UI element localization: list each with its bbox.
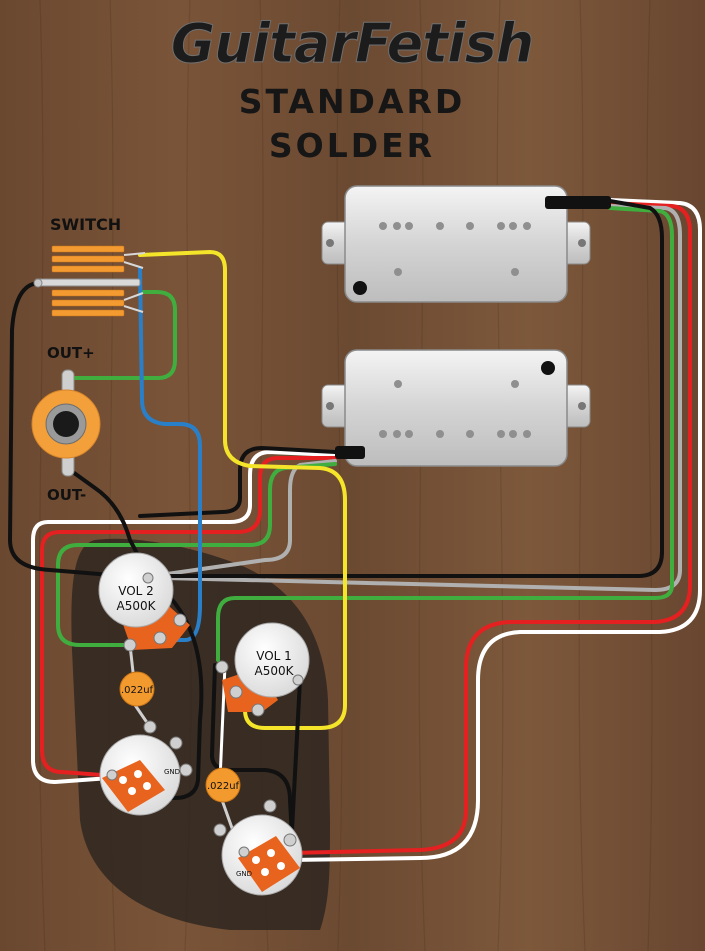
- vol2-lug-3: [173, 613, 187, 627]
- vol2-ground-lug: [142, 572, 154, 584]
- wire-red-neck: [288, 201, 692, 855]
- wire-white-neck: [288, 198, 702, 862]
- tone2-lug-base: [238, 836, 300, 892]
- cap1-body: [119, 671, 155, 707]
- neck-pickup: [321, 185, 591, 303]
- tone1-lug-1: [143, 720, 157, 734]
- wire-black-jack-ground: [68, 468, 152, 580]
- title-line-2: SOLDER: [269, 126, 435, 165]
- screw-icon: [326, 402, 334, 410]
- tone2-lug-3: [283, 833, 297, 847]
- tone1-lug-holes: [119, 770, 151, 795]
- capacitor-2: .022uf: [205, 767, 241, 803]
- vol1-pot[interactable]: VOL 1 A500K: [215, 622, 310, 717]
- pole-pieces: [379, 222, 531, 276]
- wire-black-ground-bus-2: [210, 663, 294, 840]
- wire-black-switch-ground: [8, 281, 150, 580]
- capacitor-1: .022uf: [119, 671, 155, 707]
- vol1-value: A500K: [255, 664, 295, 678]
- tone2-ground-lug: [238, 846, 250, 858]
- title-line-1: STANDARD: [239, 82, 466, 121]
- vol2-lug-1: [123, 638, 137, 652]
- wire-green-bridge: [56, 462, 337, 647]
- vol1-lug-3: [251, 703, 265, 717]
- switch-ground-lug: [33, 278, 43, 288]
- output-jack[interactable]: [31, 369, 101, 477]
- screw-icon: [578, 239, 586, 247]
- wire-black-vol1-tone: [290, 678, 302, 832]
- cap2-body: [205, 767, 241, 803]
- tone-pot-2[interactable]: GND: [213, 799, 303, 896]
- wire-black-ground-bus-1: [146, 576, 204, 800]
- vol1-wiper-lug: [292, 674, 304, 686]
- tone1-lug-3: [179, 763, 193, 777]
- switch-blades: [51, 245, 125, 317]
- neck-pickup-cover: [344, 185, 568, 303]
- wire-green-output: [70, 290, 177, 380]
- bridge-pickup-cover: [344, 349, 568, 467]
- toggle-switch[interactable]: [33, 245, 146, 317]
- vol1-lug-1: [215, 660, 229, 674]
- out-plus-label: OUT+: [47, 344, 95, 362]
- wire-black-bridge: [138, 446, 337, 518]
- screw-icon: [578, 402, 586, 410]
- tone-pot-1[interactable]: GND: [99, 720, 193, 816]
- vol2-value: A500K: [117, 599, 157, 613]
- vol2-pot[interactable]: VOL 2 A500K: [98, 552, 190, 652]
- wire-blue: [138, 266, 202, 642]
- tone2-lug-1: [213, 823, 227, 837]
- tone2-lug-2: [263, 799, 277, 813]
- switch-label: SWITCH: [50, 215, 121, 234]
- switch-lugs: [123, 252, 146, 313]
- vol2-name: VOL 2: [118, 584, 154, 598]
- wire-green-neck: [216, 206, 674, 662]
- tone1-ground-lug: [106, 769, 118, 781]
- switch-ground-strip: [34, 278, 141, 287]
- tone2-gnd-label: GND: [236, 870, 252, 878]
- tone2-lug-holes: [252, 849, 285, 876]
- pole-pieces: [379, 380, 531, 438]
- vol1-knob: [234, 622, 310, 698]
- screw-icon: [326, 239, 334, 247]
- cap2-label: .022uf: [207, 781, 240, 792]
- bridge-pickup-marker: [541, 361, 555, 375]
- brand-logo: GuitarFetish: [171, 12, 533, 75]
- cap1-label: .022uf: [121, 685, 154, 696]
- out-minus-label: OUT-: [47, 486, 86, 504]
- tone1-lug-base: [102, 760, 165, 812]
- wires: [8, 198, 702, 862]
- vol2-lug-2: [153, 631, 167, 645]
- tone1-lug-2: [169, 736, 183, 750]
- wire-gray-neck: [163, 204, 682, 592]
- bridge-pickup-cable: [335, 446, 365, 459]
- wire-yellow: [138, 250, 347, 730]
- wire-black-neck: [148, 199, 664, 578]
- neck-pickup-marker: [353, 281, 367, 295]
- neck-pickup-cable: [545, 196, 611, 209]
- wire-white-bridge: [31, 450, 337, 784]
- bridge-pickup: [321, 349, 591, 467]
- vol1-name: VOL 1: [256, 649, 292, 663]
- tone1-gnd-label: GND: [164, 768, 180, 776]
- vol1-lug-2: [229, 685, 243, 699]
- jack-hole: [53, 411, 79, 437]
- vol2-knob: [98, 552, 174, 628]
- wire-cap2-lead: [220, 798, 234, 830]
